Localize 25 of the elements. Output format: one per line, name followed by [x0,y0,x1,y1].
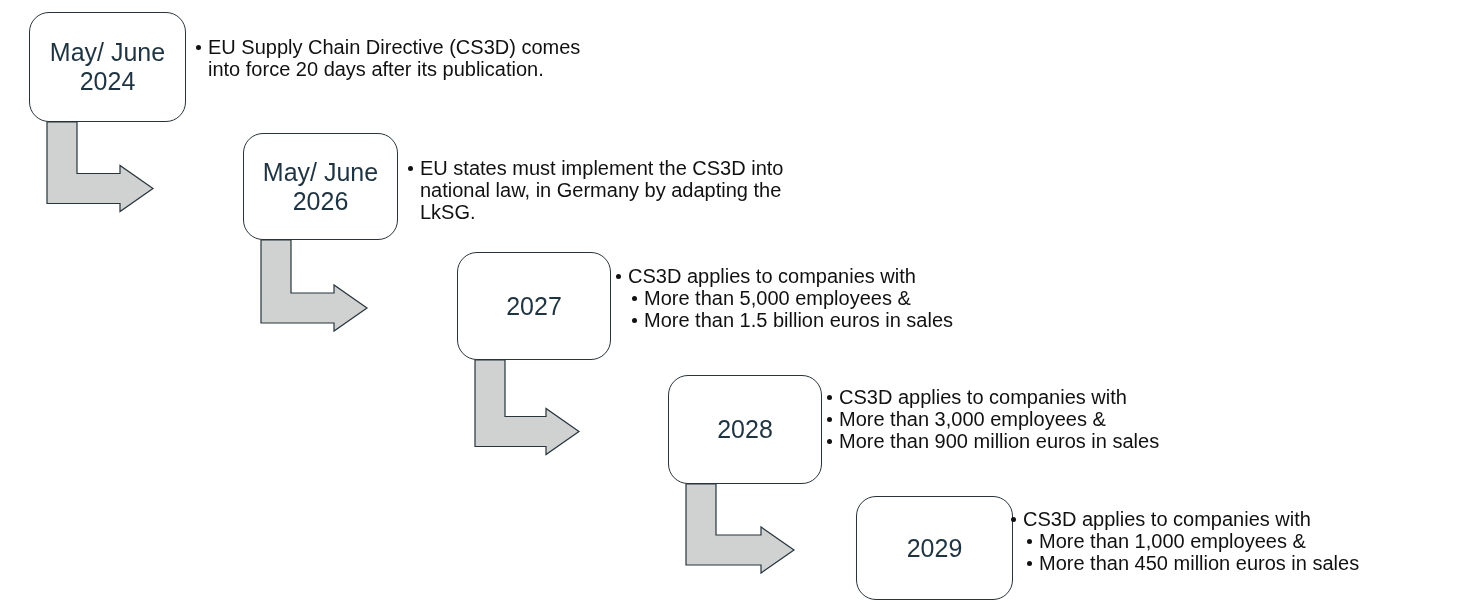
bent-arrow [46,121,155,213]
bullet-text: More than 1.5 billion euros in sales [632,309,954,331]
date-label: 2028 [717,415,773,444]
date-box [668,375,822,484]
bullet-text: More than 5,000 employees & [632,287,954,309]
bullet-text: CS3D applies to companies with [616,265,954,287]
date-box [29,12,186,122]
date-label: 2029 [906,533,963,563]
bullet-text: More than 3,000 employees & [827,408,1160,430]
date-label: May/ June 2026 [261,157,380,216]
bullet-text: More than 1,000 employees & [1027,530,1360,552]
bent-arrow [474,359,581,456]
bent-arrow [260,239,369,333]
bullet-text: More than 450 million euros in sales [1027,552,1360,574]
bullet-text: EU Supply Chain Directive (CS3D) comes into force 20 days after its publication. [196,36,591,80]
bullet-text: CS3D applies to companies with [1011,508,1360,530]
date-label: 2027 [506,291,562,321]
bullet-text: EU states must implement the CS3D into national law, in Germany by adapting the LkSG. [408,157,828,223]
date-box [457,252,611,360]
bullet-text: CS3D applies to companies with [827,386,1160,408]
bent-arrow [685,483,796,575]
date-box [856,496,1013,600]
date-box [243,133,398,240]
date-label: May/ June 2024 [48,38,167,96]
bullet-text: More than 900 million euros in sales [827,430,1160,452]
